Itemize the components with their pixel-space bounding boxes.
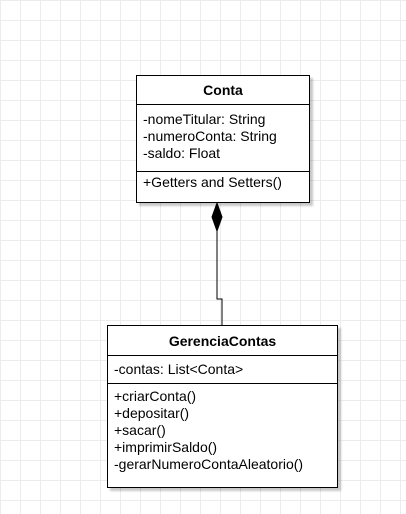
class-name-conta: Conta — [137, 76, 309, 105]
class-box-conta[interactable]: Conta -nomeTitular: String -numeroConta:… — [136, 75, 310, 203]
attributes-section-conta: -nomeTitular: String -numeroConta: Strin… — [137, 105, 309, 172]
operation-criar-conta: +criarConta() — [114, 388, 197, 404]
attribute-nome-titular: -nomeTitular: String — [143, 111, 266, 127]
operations-section-gerencia-contas: +criarConta() +depositar() +sacar() +imp… — [108, 384, 337, 473]
operation-sacar: +sacar() — [114, 422, 166, 438]
class-name-gerencia-contas: GerenciaContas — [108, 326, 337, 356]
operation-depositar: +depositar() — [114, 405, 190, 421]
composition-connector-line[interactable] — [216, 230, 223, 325]
attribute-numero-conta: -numeroConta: String — [143, 128, 277, 144]
operation-imprimir-saldo: +imprimirSaldo() — [114, 439, 218, 455]
operations-section-conta: +Getters and Setters() — [137, 172, 309, 191]
operation-getters-setters: +Getters and Setters() — [143, 174, 282, 190]
composition-diamond[interactable] — [211, 201, 223, 233]
attribute-contas: -contas: List<Conta> — [114, 361, 244, 377]
attributes-section-gerencia-contas: -contas: List<Conta> — [108, 356, 337, 384]
attribute-saldo: -saldo: Float — [143, 145, 221, 161]
class-box-gerencia-contas[interactable]: GerenciaContas -contas: List<Conta> +cri… — [107, 325, 338, 488]
operation-gerar-numero-conta-aleatorio: -gerarNumeroContaAleatorio() — [114, 456, 304, 472]
